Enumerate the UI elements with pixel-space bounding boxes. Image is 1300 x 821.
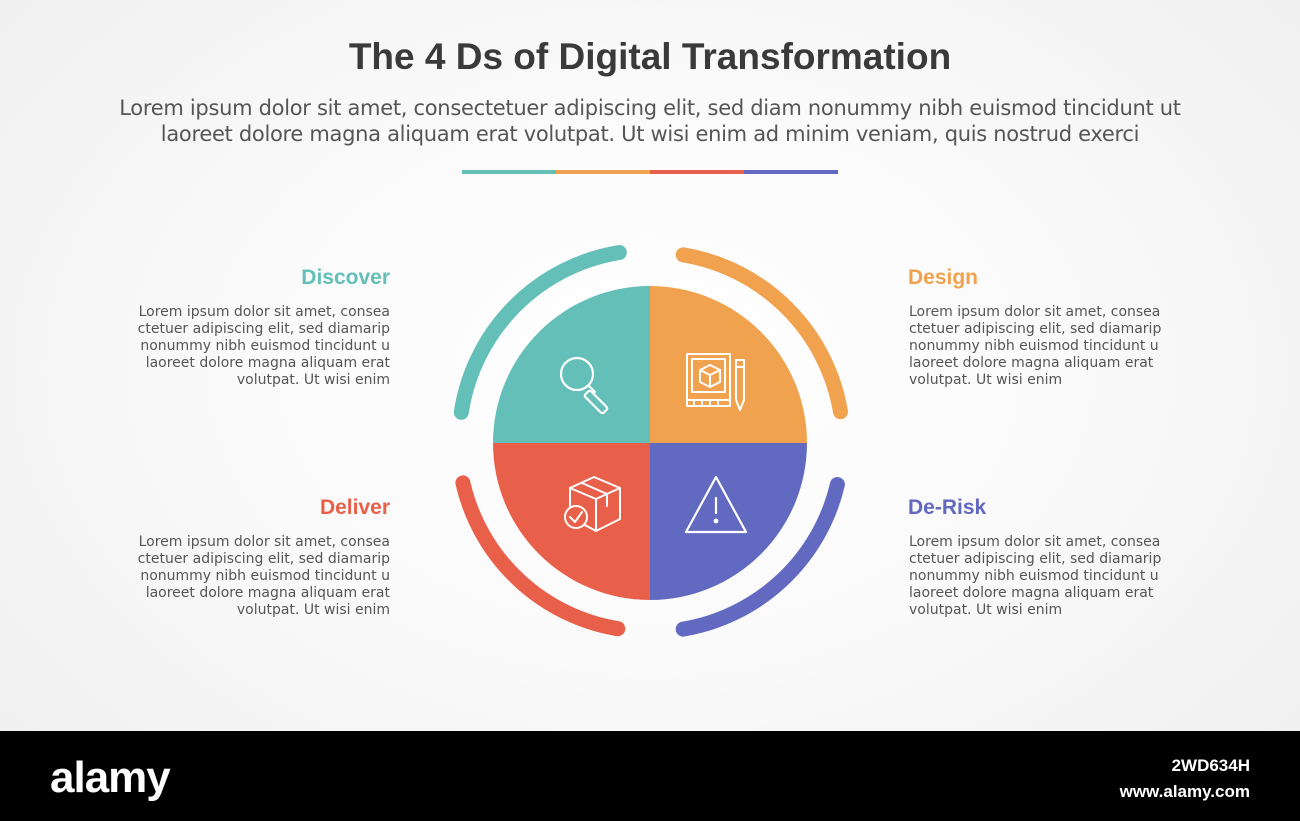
divider-red [650, 170, 744, 174]
desc-line: laoreet dolore magna aliquam erat [145, 355, 390, 371]
desc-line: Lorem ipsum dolor sit amet, consea [909, 304, 1161, 320]
blueprint-pencil-icon [686, 353, 745, 411]
desc-line: laoreet dolore magna aliquam erat [909, 355, 1154, 371]
stage-desc-derisk: Lorem ipsum dolor sit amet, consea ctetu… [909, 534, 1169, 619]
alamy-logo: alamy [50, 753, 171, 802]
arc-design [675, 247, 848, 420]
stage-label-discover: Discover [301, 266, 390, 289]
quadrant-discover [493, 286, 650, 443]
desc-line: volutpat. Ut wisi enim [236, 372, 390, 388]
footer-bar: alamy 2WD634H www.alamy.com [0, 731, 1300, 821]
color-divider [462, 170, 838, 174]
site-url: www.alamy.com [1119, 782, 1250, 801]
arc-discover [453, 245, 627, 420]
page-title: The 4 Ds of Digital Transformation [348, 36, 952, 77]
footer-meta: 2WD634H www.alamy.com [1120, 753, 1250, 805]
arc-deliver [455, 475, 626, 637]
stage-label-deliver: Deliver [319, 496, 390, 519]
desc-line: nonummy nibh euismod tincidunt u [909, 338, 1159, 354]
subtitle-line: Lorem ipsum dolor sit amet, consectetuer… [119, 96, 1181, 120]
stage-label-derisk: De-Risk [908, 496, 987, 519]
desc-line: nonummy nibh euismod tincidunt u [140, 338, 390, 354]
subtitle-line: laoreet dolore magna aliquam erat volutp… [160, 122, 1140, 146]
page-subtitle: Lorem ipsum dolor sit amet, consectetuer… [90, 95, 1210, 147]
desc-line: ctetuer adipiscing elit, sed diamarip [137, 321, 390, 337]
divider-orange [556, 170, 650, 174]
image-id: 2WD634H [1171, 756, 1250, 775]
divider-purple [744, 170, 838, 174]
desc-line: volutpat. Ut wisi enim [909, 372, 1063, 388]
desc-line: ctetuer adipiscing elit, sed diamarip [909, 551, 1162, 567]
desc-line: volutpat. Ut wisi enim [236, 602, 390, 618]
desc-line: Lorem ipsum dolor sit amet, consea [138, 304, 390, 320]
stage-desc-discover: Lorem ipsum dolor sit amet, consea ctetu… [130, 304, 390, 389]
desc-line: laoreet dolore magna aliquam erat [909, 585, 1154, 601]
divider-teal [462, 170, 556, 174]
desc-line: ctetuer adipiscing elit, sed diamarip [137, 551, 390, 567]
magnifier-icon [559, 356, 609, 415]
desc-line: nonummy nibh euismod tincidunt u [909, 568, 1159, 584]
stage-label-design: Design [908, 266, 979, 289]
desc-line: Lorem ipsum dolor sit amet, consea [909, 534, 1161, 550]
desc-line: laoreet dolore magna aliquam erat [145, 585, 390, 601]
stage-desc-deliver: Lorem ipsum dolor sit amet, consea ctetu… [130, 534, 390, 619]
desc-line: volutpat. Ut wisi enim [909, 602, 1063, 618]
desc-line: ctetuer adipiscing elit, sed diamarip [909, 321, 1162, 337]
four-ds-circle-diagram [453, 245, 848, 637]
quadrant-derisk [650, 443, 807, 600]
stage-desc-design: Lorem ipsum dolor sit amet, consea ctetu… [909, 304, 1169, 389]
desc-line: Lorem ipsum dolor sit amet, consea [138, 534, 390, 550]
warning-triangle-icon [684, 475, 748, 534]
quadrant-design [650, 286, 807, 443]
desc-line: nonummy nibh euismod tincidunt u [140, 568, 390, 584]
arc-derisk [675, 477, 845, 637]
package-check-icon [564, 476, 621, 532]
